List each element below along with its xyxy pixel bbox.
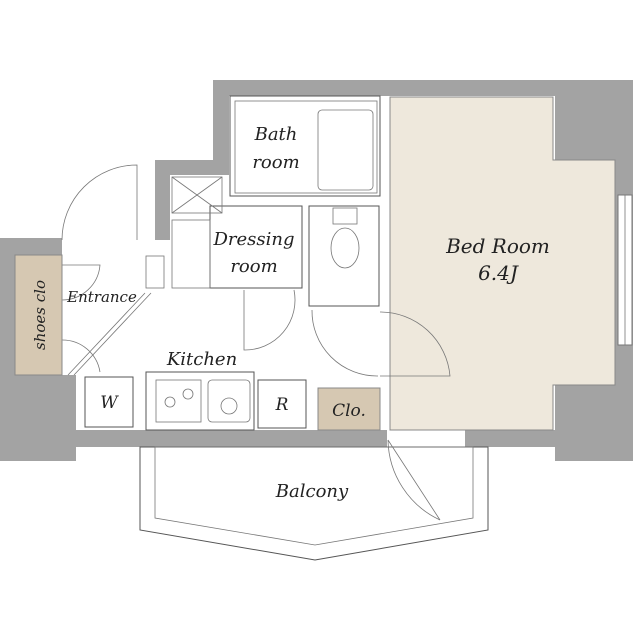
- entrance-label: Entrance: [66, 288, 137, 306]
- toilet: [330, 227, 360, 269]
- toilet-room: [308, 205, 380, 307]
- stove: [155, 379, 202, 423]
- kitchen-label: Kitchen: [166, 349, 237, 370]
- doors: [61, 164, 451, 521]
- washer: [84, 376, 134, 428]
- refrigerator-label: R: [275, 395, 289, 415]
- bedroom-floor: [389, 96, 616, 431]
- closet-label: Clo.: [332, 401, 366, 421]
- closet: [317, 387, 381, 431]
- bedroom-label: Bed Room: [445, 234, 550, 258]
- bathroom-label-2: room: [252, 152, 299, 173]
- dressing-label-2: room: [230, 256, 277, 277]
- kitchen-counter: [145, 371, 255, 431]
- refrigerator: [257, 379, 307, 429]
- balcony: [139, 446, 489, 561]
- bathroom-label-1: Bath: [254, 124, 298, 145]
- washbasin: [171, 219, 211, 289]
- washer-label: W: [100, 393, 119, 413]
- shoes-closet-label: shoes clo: [31, 280, 49, 350]
- bathtub: [317, 109, 374, 191]
- bathroom: [229, 95, 381, 197]
- dressing-label-1: Dressing: [212, 229, 294, 250]
- sink: [207, 379, 251, 423]
- shoes-closet: [14, 254, 63, 376]
- bedroom-size: 6.4J: [478, 261, 519, 285]
- balcony-label: Balcony: [275, 481, 349, 502]
